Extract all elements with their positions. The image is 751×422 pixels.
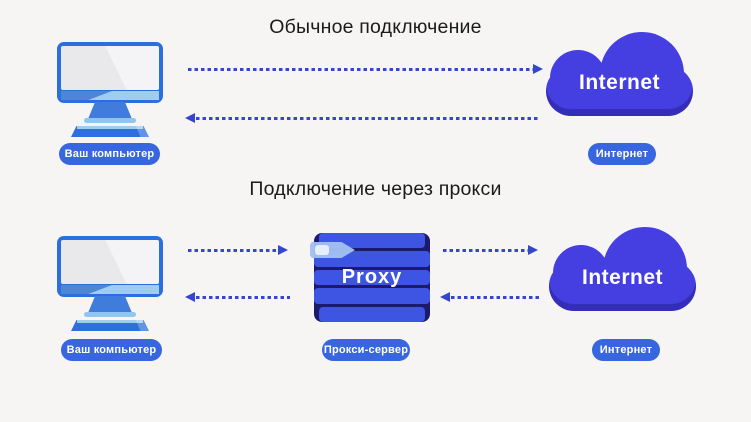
monitor-screen [61,240,159,284]
tag-icon [310,242,355,258]
computer-label-badge: Ваш компьютер [59,143,160,165]
keyboard-icon [71,320,149,331]
server-slab [314,288,430,304]
monitor-stand [88,102,132,119]
internet-label-badge: Интернет [592,339,660,361]
monitor-base [84,118,136,123]
arrow-from-internet-head-icon [440,291,450,302]
section-title-proxy: Подключение через прокси [249,178,502,200]
arrow-from-proxy-line [196,295,290,299]
monitor-stand [88,296,132,313]
proxy-label-badge: Прокси-сервер [322,339,410,361]
tag-dot [315,245,329,255]
computer-icon [57,236,163,331]
internet-cloud-icon: Internet [546,32,693,116]
arrow-to-internet-head-icon [528,244,538,255]
proxy-server-icon: Proxy [310,233,430,323]
arrow-from-proxy-head-icon [185,291,195,302]
arrow-response-line [196,116,540,120]
cloud-base [546,66,693,116]
arrow-to-proxy-head-icon [278,244,288,255]
cloud-base [549,261,696,311]
proxy-server-text: Proxy [341,265,403,288]
computer-icon [57,42,163,137]
server-slab [314,269,430,286]
keyboard-icon [71,126,149,137]
arrow-response-head-icon [185,112,195,123]
monitor-screen [61,46,159,90]
computer-label-badge: Ваш компьютер [61,339,162,361]
internet-label-badge: Интернет [588,143,656,165]
arrow-to-proxy-line [188,248,278,252]
arrow-request-line [188,67,533,71]
section-title-normal: Обычное подключение [269,16,482,38]
internet-cloud-text: Internet [578,71,660,94]
internet-cloud-icon: Internet [549,227,696,311]
internet-cloud-text: Internet [581,266,663,289]
monitor-chin [61,285,159,294]
monitor [57,42,163,103]
monitor-base [84,312,136,317]
monitor-chin [61,91,159,100]
arrow-request-head-icon [533,63,543,74]
arrow-to-internet-line [443,248,528,252]
server-slab [319,306,425,323]
arrow-from-internet-line [451,295,540,299]
monitor [57,236,163,297]
